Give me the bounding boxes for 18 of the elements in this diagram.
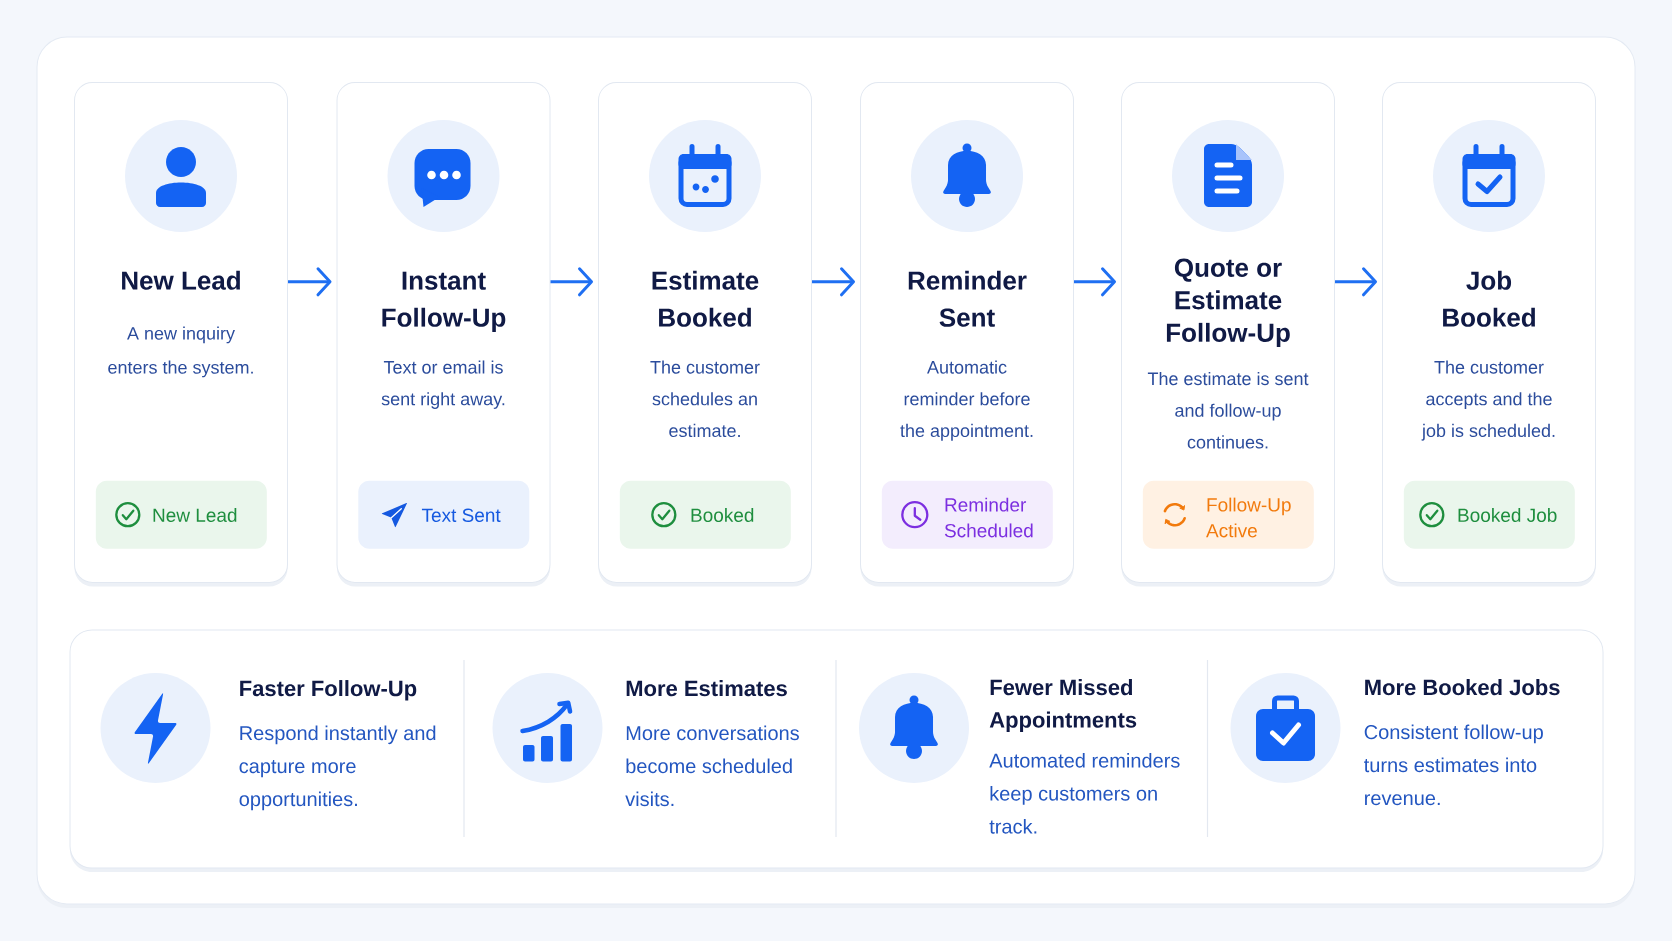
status-badge: Booked Job	[1403, 480, 1575, 549]
step-description: The estimate is sent and follow-up continues.	[1147, 371, 1309, 449]
step-description: The customer accepts and the job is scheduled.	[1421, 360, 1555, 441]
step-title: Job Booked	[1443, 270, 1535, 327]
status-badge: New Lead	[95, 480, 267, 549]
status-badge: Booked	[619, 480, 791, 549]
step-description: The customer schedules an estimate.	[650, 360, 760, 438]
step-title: Quote or Estimate Follow-Up	[1166, 258, 1290, 348]
step-title: Reminder Sent	[908, 270, 1027, 327]
step-title: New Lead	[122, 270, 240, 290]
step-title: Instant Follow-Up	[382, 271, 506, 332]
status-badge: Reminder Scheduled	[881, 480, 1053, 549]
step-title: Estimate Booked	[652, 270, 759, 327]
step-description: Automatic reminder before the appointment.	[900, 360, 1033, 441]
step-description: A new inquiry enters the system.	[108, 326, 253, 378]
status-badge: Text Sent	[358, 480, 530, 549]
step-description: Text or email is sent right away.	[381, 360, 505, 409]
status-badge: Follow-Up Active	[1142, 480, 1314, 549]
